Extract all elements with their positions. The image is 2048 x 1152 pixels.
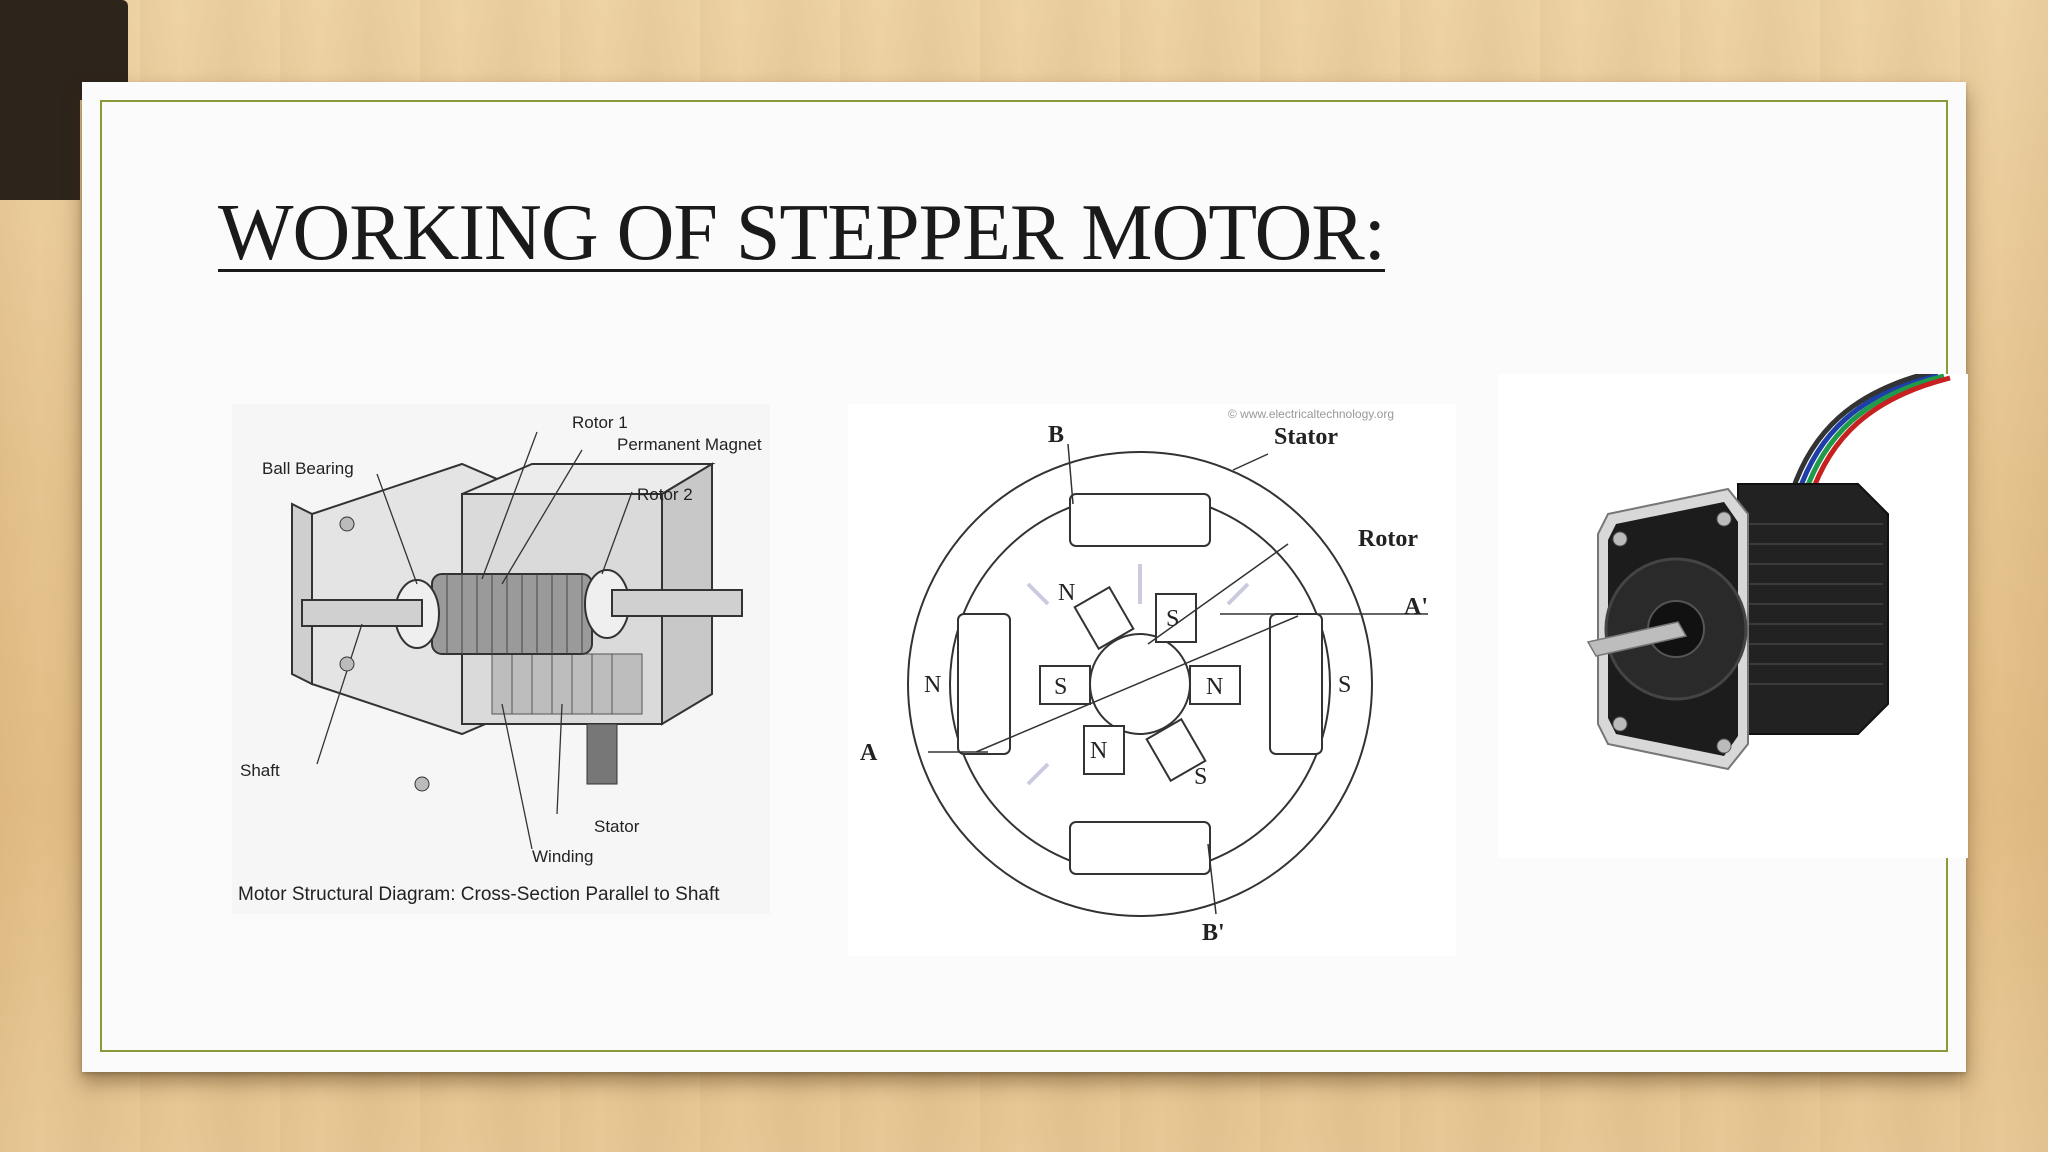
rotor-pole-s-left: S xyxy=(1054,674,1067,700)
label-winding: Winding xyxy=(532,847,593,866)
label-rotor: Rotor xyxy=(1358,526,1418,552)
cross-section-drawing: Rotor 1 Permanent Magnet Ball Bearing Ro… xyxy=(238,413,762,905)
rotor-pole-s-top: S xyxy=(1166,606,1179,632)
rotor-pole-n-bottom: N xyxy=(1090,738,1107,764)
label-rotor-2: Rotor 2 xyxy=(637,485,693,504)
label-permanent-magnet: Permanent Magnet xyxy=(617,435,762,454)
pole-s-right: S xyxy=(1338,672,1351,698)
slide-title: WORKING OF STEPPER MOTOR: xyxy=(218,189,1386,277)
rotor-pole-s-bottom: S xyxy=(1194,764,1207,790)
watermark: © www.electricaltechnology.org xyxy=(1228,407,1394,421)
rotor-pole-n-top: N xyxy=(1058,580,1075,606)
label-ball-bearing: Ball Bearing xyxy=(262,459,354,478)
stator-rotor-drawing: © www.electricaltechnology.org Stator Ro… xyxy=(860,407,1428,946)
stepper-motor-photo xyxy=(1498,369,1968,858)
binder-clip-right xyxy=(0,100,80,200)
label-stator: Stator xyxy=(1274,424,1338,450)
cross-section-diagram: Rotor 1 Permanent Magnet Ball Bearing Ro… xyxy=(232,404,770,914)
label-a-prime: A' xyxy=(1404,594,1428,620)
pole-n-left: N xyxy=(924,672,941,698)
rotor-pole-n-right: N xyxy=(1206,674,1223,700)
label-a: A xyxy=(860,740,878,766)
diagram-caption: Motor Structural Diagram: Cross-Section … xyxy=(238,884,720,905)
label-stator: Stator xyxy=(594,817,640,836)
label-shaft: Shaft xyxy=(240,761,280,780)
stepper-motor-photo-icon xyxy=(1586,369,1951,771)
stator-rotor-diagram: © www.electricaltechnology.org Stator Ro… xyxy=(848,404,1456,956)
label-rotor-1: Rotor 1 xyxy=(572,413,628,432)
label-b: B xyxy=(1048,422,1064,448)
label-b-prime: B' xyxy=(1202,920,1225,946)
